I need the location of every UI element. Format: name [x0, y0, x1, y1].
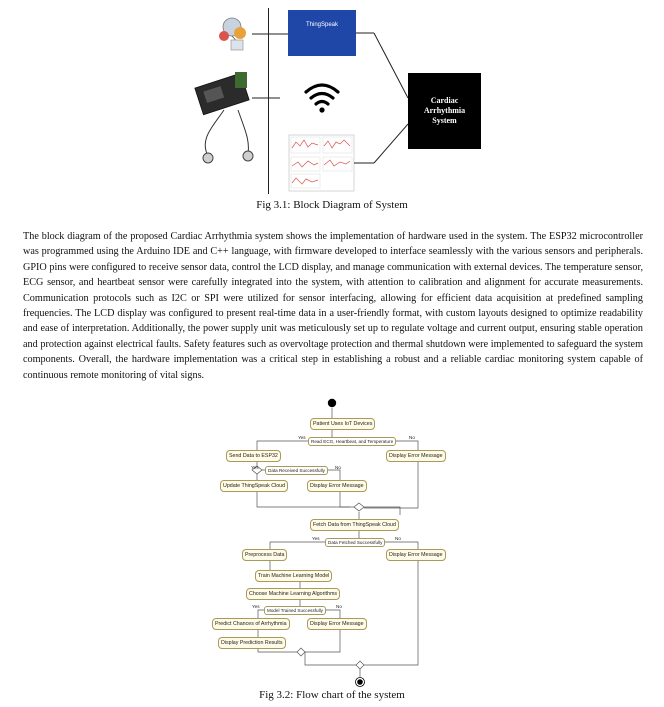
cardiac-line3: System — [432, 116, 457, 125]
no-label: No — [395, 536, 401, 541]
figure-1-caption: Fig 3.1: Block Diagram of System — [256, 199, 408, 211]
cardiac-line2: Arrhythmia — [423, 106, 466, 115]
node-display-results: Display Prediction Results — [218, 637, 286, 649]
node-error-4: Display Error Message — [307, 618, 367, 630]
flowchart-start-node — [327, 398, 337, 408]
cardiac-arrhythmia-box: Cardiac Arrhythmia System — [408, 73, 481, 149]
condition-model-trained: Model Trained Successfully — [264, 606, 326, 615]
diagram-connector-line — [268, 8, 269, 194]
yes-label: Yes — [251, 465, 259, 470]
node-predict-arrhythmia: Predict Chances of Arrhythmia — [212, 618, 290, 630]
body-paragraph: The block diagram of the proposed Cardia… — [23, 231, 643, 381]
node-error-2: Display Error Message — [307, 480, 367, 492]
condition-data-received: Data Received Successfully — [265, 466, 328, 475]
node-patient-iot: Patient Uses IoT Devices — [310, 418, 376, 430]
node-choose-algorithms: Choose Machine Learning Algorithms — [246, 588, 341, 600]
no-label: No — [409, 435, 415, 440]
node-train-model: Train Machine Learning Model — [255, 570, 333, 582]
figure-2-caption: Fig 3.2: Flow chart of the system — [259, 689, 405, 701]
block-diagram-graphics — [194, 17, 409, 192]
no-label: No — [335, 465, 341, 470]
node-error-3: Display Error Message — [386, 549, 446, 561]
thingspeak-label: ThingSpeak — [305, 22, 339, 28]
wifi-icon — [304, 83, 340, 113]
node-send-esp32: Send Data to ESP32 — [226, 450, 281, 462]
dashboard-charts-icon — [288, 134, 355, 192]
yes-label: Yes — [312, 536, 320, 541]
node-preprocess-data: Preprocess Data — [242, 549, 288, 561]
cardiac-line1: Cardiac — [430, 96, 459, 105]
thingspeak-box: ThingSpeak — [288, 10, 356, 56]
no-label: No — [336, 604, 342, 609]
yes-label: Yes — [298, 435, 306, 440]
condition-data-fetched: Data Fetched Successfully — [325, 538, 386, 547]
node-fetch-thingspeak: Fetch Data from ThingSpeak Cloud — [310, 519, 399, 531]
yes-label: Yes — [252, 604, 260, 609]
condition-read-sensors: Read ECG, Heartbeat, and Temperature — [308, 437, 397, 446]
node-update-thingspeak: Update ThingSpeak Cloud — [220, 480, 289, 492]
sensor-hardware-icon — [194, 17, 254, 164]
node-error-1: Display Error Message — [386, 450, 446, 462]
